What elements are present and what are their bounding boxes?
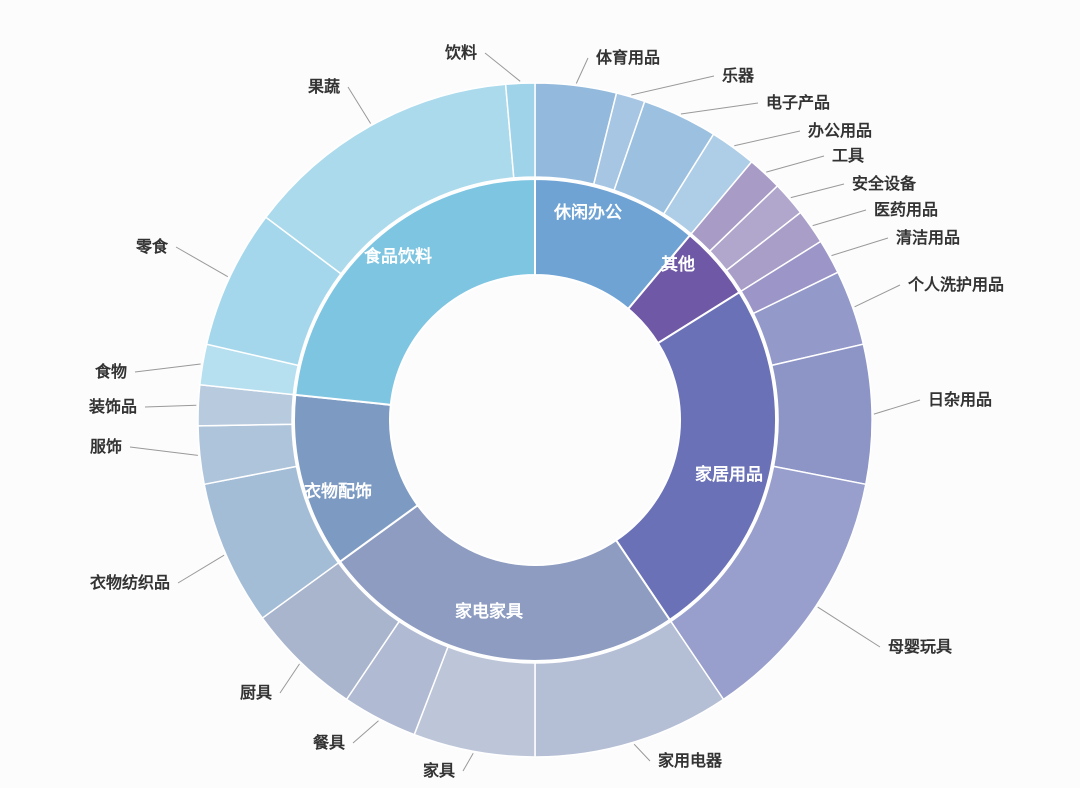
outer-segment-label: 服饰 [90,437,122,456]
leader-line [279,663,300,694]
outer-segment-label: 食物 [94,362,127,381]
outer-segment-label: 果蔬 [307,77,340,96]
outer-segment-label: 母婴玩具 [888,637,952,656]
leader-line [347,86,372,124]
outer-segment-label: 医药用品 [874,200,938,219]
leader-line [175,246,229,278]
inner-segment-家居用品 [614,290,777,622]
leader-line [144,404,197,408]
outer-segment-label: 电子产品 [766,93,830,112]
leader-line [790,183,845,199]
outer-segment-label: 餐具 [312,733,345,752]
leader-line [134,363,201,373]
outer-segment-label: 装饰品 [88,397,137,416]
leader-line [680,102,759,115]
leader-line [831,237,889,257]
outer-segment-label: 乐器 [722,66,755,85]
inner-segment-label: 食品饮料 [364,246,432,267]
inner-segment-label: 衣物配饰 [304,481,372,502]
leader-line [462,753,474,772]
outer-segment-label: 体育用品 [596,48,660,67]
leader-line [854,284,901,308]
outer-segment-label: 厨具 [240,683,272,702]
leader-line [129,446,198,456]
inner-segment-食品饮料 [294,177,536,406]
outer-segment-label: 零食 [135,237,169,256]
outer-segment-饮料 [504,82,536,179]
leader-line [812,209,867,227]
leader-line [631,75,715,96]
outer-segment-label: 工具 [832,146,864,165]
leader-line [817,606,881,648]
leader-line [734,130,801,147]
inner-segment-家电家具 [338,503,672,662]
outer-segment-label: 饮料 [444,43,477,62]
leader-line [575,57,589,84]
inner-segment-label: 家居用品 [695,464,763,485]
leader-line [873,399,921,415]
outer-segment-label: 办公用品 [808,121,872,140]
outer-segment-label: 个人洗护用品 [907,275,1004,294]
leader-line [633,743,651,762]
leader-line [766,155,825,173]
outer-segment-label: 家用电器 [658,751,723,770]
inner-segment-label: 家电家具 [455,601,523,622]
inner-segment-label: 其他 [661,254,695,275]
outer-segment-label: 衣物纺织品 [90,573,170,592]
outer-segment-label: 安全设备 [852,174,917,193]
leader-line [484,52,521,82]
outer-segment-日杂用品 [770,343,873,486]
inner-segment-label: 休闲办公 [553,202,622,223]
outer-segment-label: 清洁用品 [896,228,960,247]
outer-segment-label: 日杂用品 [928,390,992,409]
leader-line [352,720,379,744]
leader-line [177,554,225,584]
outer-segment-label: 家具 [423,761,455,780]
